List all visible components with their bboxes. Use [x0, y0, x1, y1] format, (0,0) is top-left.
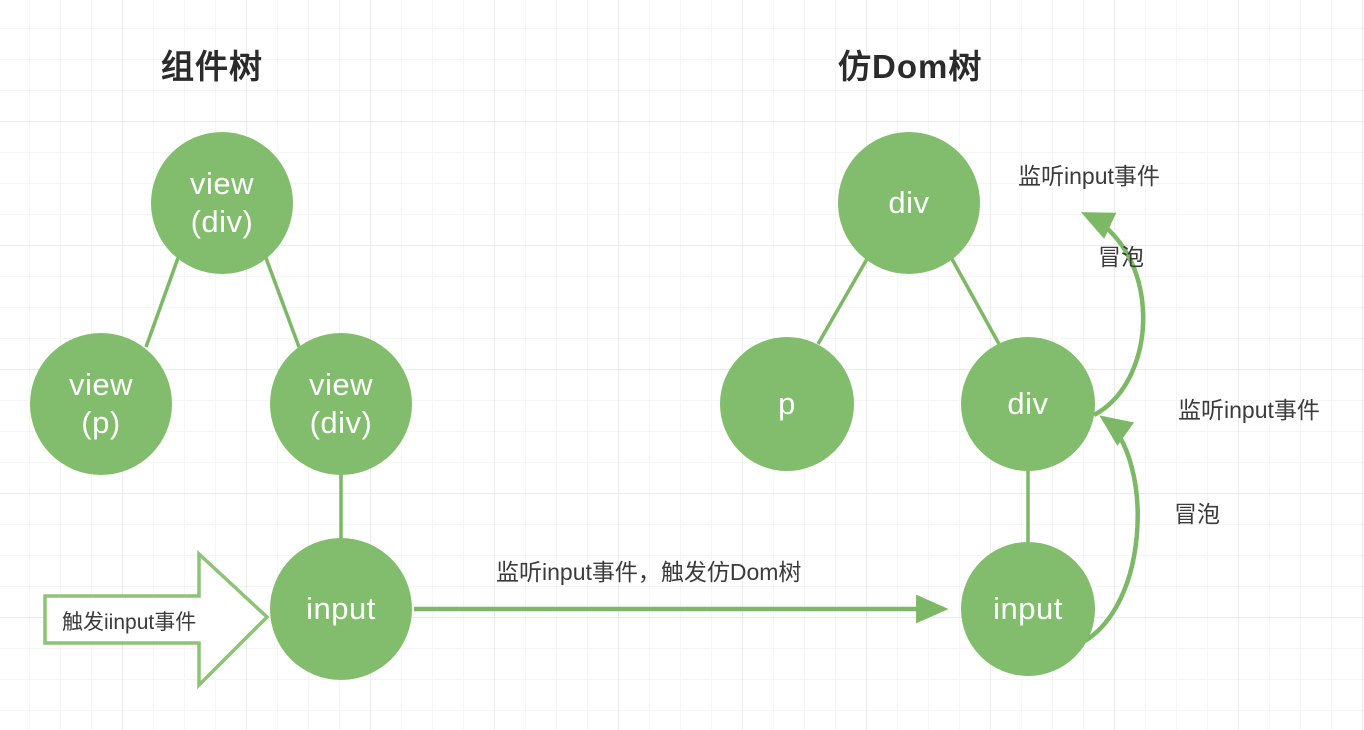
label-listen-input-event-top: 监听input事件 — [1018, 163, 1160, 189]
label-listen-input-event-bottom: 监听input事件 — [1178, 397, 1320, 423]
node-left-view-div-child[interactable]: view (div) — [270, 333, 412, 475]
node-left-input[interactable]: input — [270, 538, 412, 680]
edge-right-root-to-div — [950, 258, 1001, 345]
label-trigger-input-event: 触发iinput事件 — [62, 611, 197, 634]
right-tree-title: 仿Dom树 — [838, 48, 983, 85]
edge-left-root-to-p — [144, 257, 180, 348]
label-listen-input-trigger-fakedom: 监听input事件，触发仿Dom树 — [496, 559, 802, 585]
node-right-div-child[interactable]: div — [961, 337, 1095, 471]
label-bubble-bottom: 冒泡 — [1174, 501, 1220, 527]
left-tree-title: 组件树 — [161, 48, 263, 85]
node-left-view-div-root[interactable]: view (div) — [151, 132, 293, 274]
node-left-view-p[interactable]: view (p) — [30, 333, 172, 475]
node-right-div-root[interactable]: div — [838, 132, 980, 274]
edge-left-root-to-div — [264, 257, 301, 348]
node-right-input[interactable]: input — [961, 542, 1095, 676]
label-bubble-top: 冒泡 — [1098, 244, 1144, 270]
node-right-p[interactable]: p — [720, 337, 854, 471]
edge-right-root-to-p — [816, 258, 869, 345]
